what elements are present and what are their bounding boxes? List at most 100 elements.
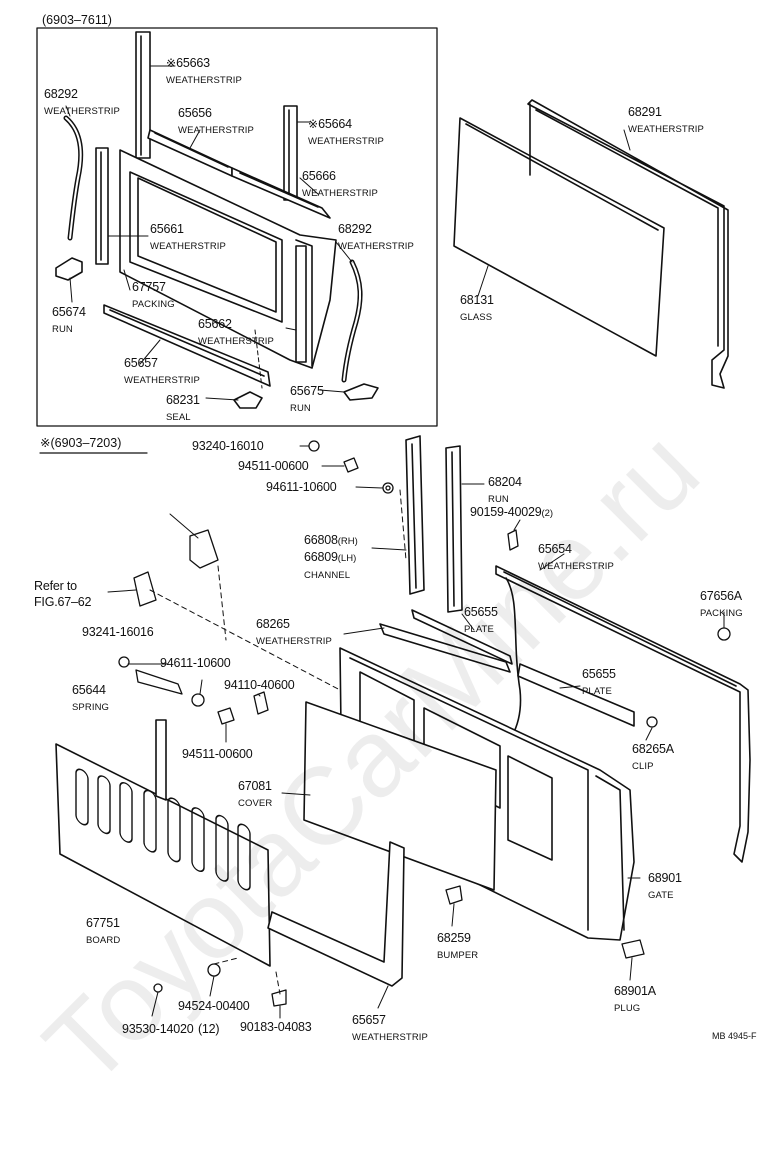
label-94511-b: 94511-00600	[182, 747, 253, 761]
part-number: 65675	[290, 384, 324, 398]
part-name: BUMPER	[437, 950, 479, 961]
part-name: WEATHERSTRIP	[178, 125, 254, 136]
part-number: 68291	[628, 105, 662, 119]
part-name: CHANNEL	[304, 569, 351, 581]
part-name: WEATHERSTRIP	[308, 136, 384, 147]
part-number-lh: 66809	[304, 549, 338, 564]
part-name: RUN	[52, 324, 73, 335]
part-name: PLUG	[614, 1003, 641, 1014]
part-name: RUN	[488, 494, 509, 505]
part-number: 68231	[166, 393, 200, 407]
part-number: 65662	[198, 317, 232, 331]
star-note-range: (6903–7203)	[50, 436, 122, 450]
part-number: 68292	[338, 222, 372, 236]
label-90159: 90159-40029(2)	[470, 504, 553, 520]
part-name: BOARD	[86, 935, 121, 946]
part-name: RUN	[290, 403, 311, 414]
lh-suffix: (LH)	[337, 552, 357, 564]
part-number: 65657	[124, 356, 158, 370]
part-name: WEATHERSTRIP	[628, 124, 704, 135]
label-93241: 93241-16016	[82, 625, 154, 639]
rh-suffix: (RH)	[337, 536, 358, 547]
part-name: GATE	[648, 890, 674, 901]
part-name: COVER	[238, 798, 273, 809]
label-94511-a: 94511-00600	[238, 459, 309, 473]
part-number: 65674	[52, 305, 86, 319]
part-name: WEATHERSTRIP	[166, 75, 242, 86]
weatherstrip-65664-shape	[283, 105, 298, 201]
seal-68231-shape	[233, 391, 263, 409]
channel-66808-shape	[405, 435, 425, 595]
star-note: ※(6903–7203)	[40, 437, 121, 450]
part-name: WEATHERSTRIP	[538, 561, 614, 572]
plate-65655-b-shape	[517, 663, 635, 727]
label-93530: 93530-14020 (12)	[122, 1021, 220, 1037]
part-number: 68292	[44, 87, 78, 101]
label-94611-a: 94611-10600	[266, 480, 337, 494]
weatherstrip-65662-shape	[295, 245, 307, 363]
part-number: 65655	[464, 605, 498, 619]
label-93240: 93240-16010	[192, 439, 264, 453]
label-90183: 90183-04083	[240, 1020, 312, 1034]
quantity: (12)	[197, 1022, 220, 1036]
part-name: WEATHERSTRIP	[338, 241, 414, 252]
label-94524: 94524-00400	[178, 999, 250, 1013]
part-name: WEATHERSTRIP	[302, 188, 378, 199]
leader-lines	[65, 65, 725, 1019]
figure-code: MB 4945-F	[712, 1031, 757, 1041]
label-94611-b: 94611-10600	[160, 656, 231, 670]
run-68204-shape	[445, 445, 463, 613]
inset-frame	[36, 27, 438, 427]
label-66808-66809: 66808(RH) 66809(LH) CHANNEL	[304, 532, 358, 582]
part-number: 65655	[582, 667, 616, 681]
weatherstrip-65657-inset-shape	[103, 304, 271, 387]
board-67751-shape	[55, 743, 271, 967]
inset-gate-shape	[119, 149, 337, 369]
part-name: PLATE	[582, 686, 612, 697]
part-name: PLATE	[464, 624, 494, 635]
part-number: 65663	[176, 56, 210, 70]
part-number: 67757	[132, 280, 166, 294]
run-65674-shape	[55, 257, 83, 281]
part-number: 90159-40029	[470, 505, 542, 519]
board-vertical-strip-shape	[155, 719, 167, 801]
part-name: WEATHERSTRIP	[124, 375, 200, 386]
weatherstrip-65666-shape	[231, 167, 331, 219]
star-mark: ※	[308, 117, 319, 131]
part-number: 68259	[437, 931, 471, 945]
part-name: CLIP	[632, 761, 654, 772]
part-number: 65654	[538, 542, 572, 556]
part-name: SEAL	[166, 412, 191, 423]
part-number: 67656A	[700, 589, 742, 603]
part-number: 68901A	[614, 984, 656, 998]
part-number-rh: 66808	[304, 533, 338, 547]
part-name: WEATHERSTRIP	[198, 336, 274, 347]
label-68901A: 68901A PLUG	[614, 983, 656, 1015]
part-number: 68901	[648, 871, 682, 885]
inset-range-header: (6903–7611)	[42, 13, 112, 27]
weatherstrip-68291-shape	[527, 99, 729, 389]
part-number: 65661	[150, 222, 184, 236]
run-65675-shape	[343, 383, 379, 401]
weatherstrip-65661-shape	[95, 147, 109, 265]
part-number: 65666	[302, 169, 336, 183]
